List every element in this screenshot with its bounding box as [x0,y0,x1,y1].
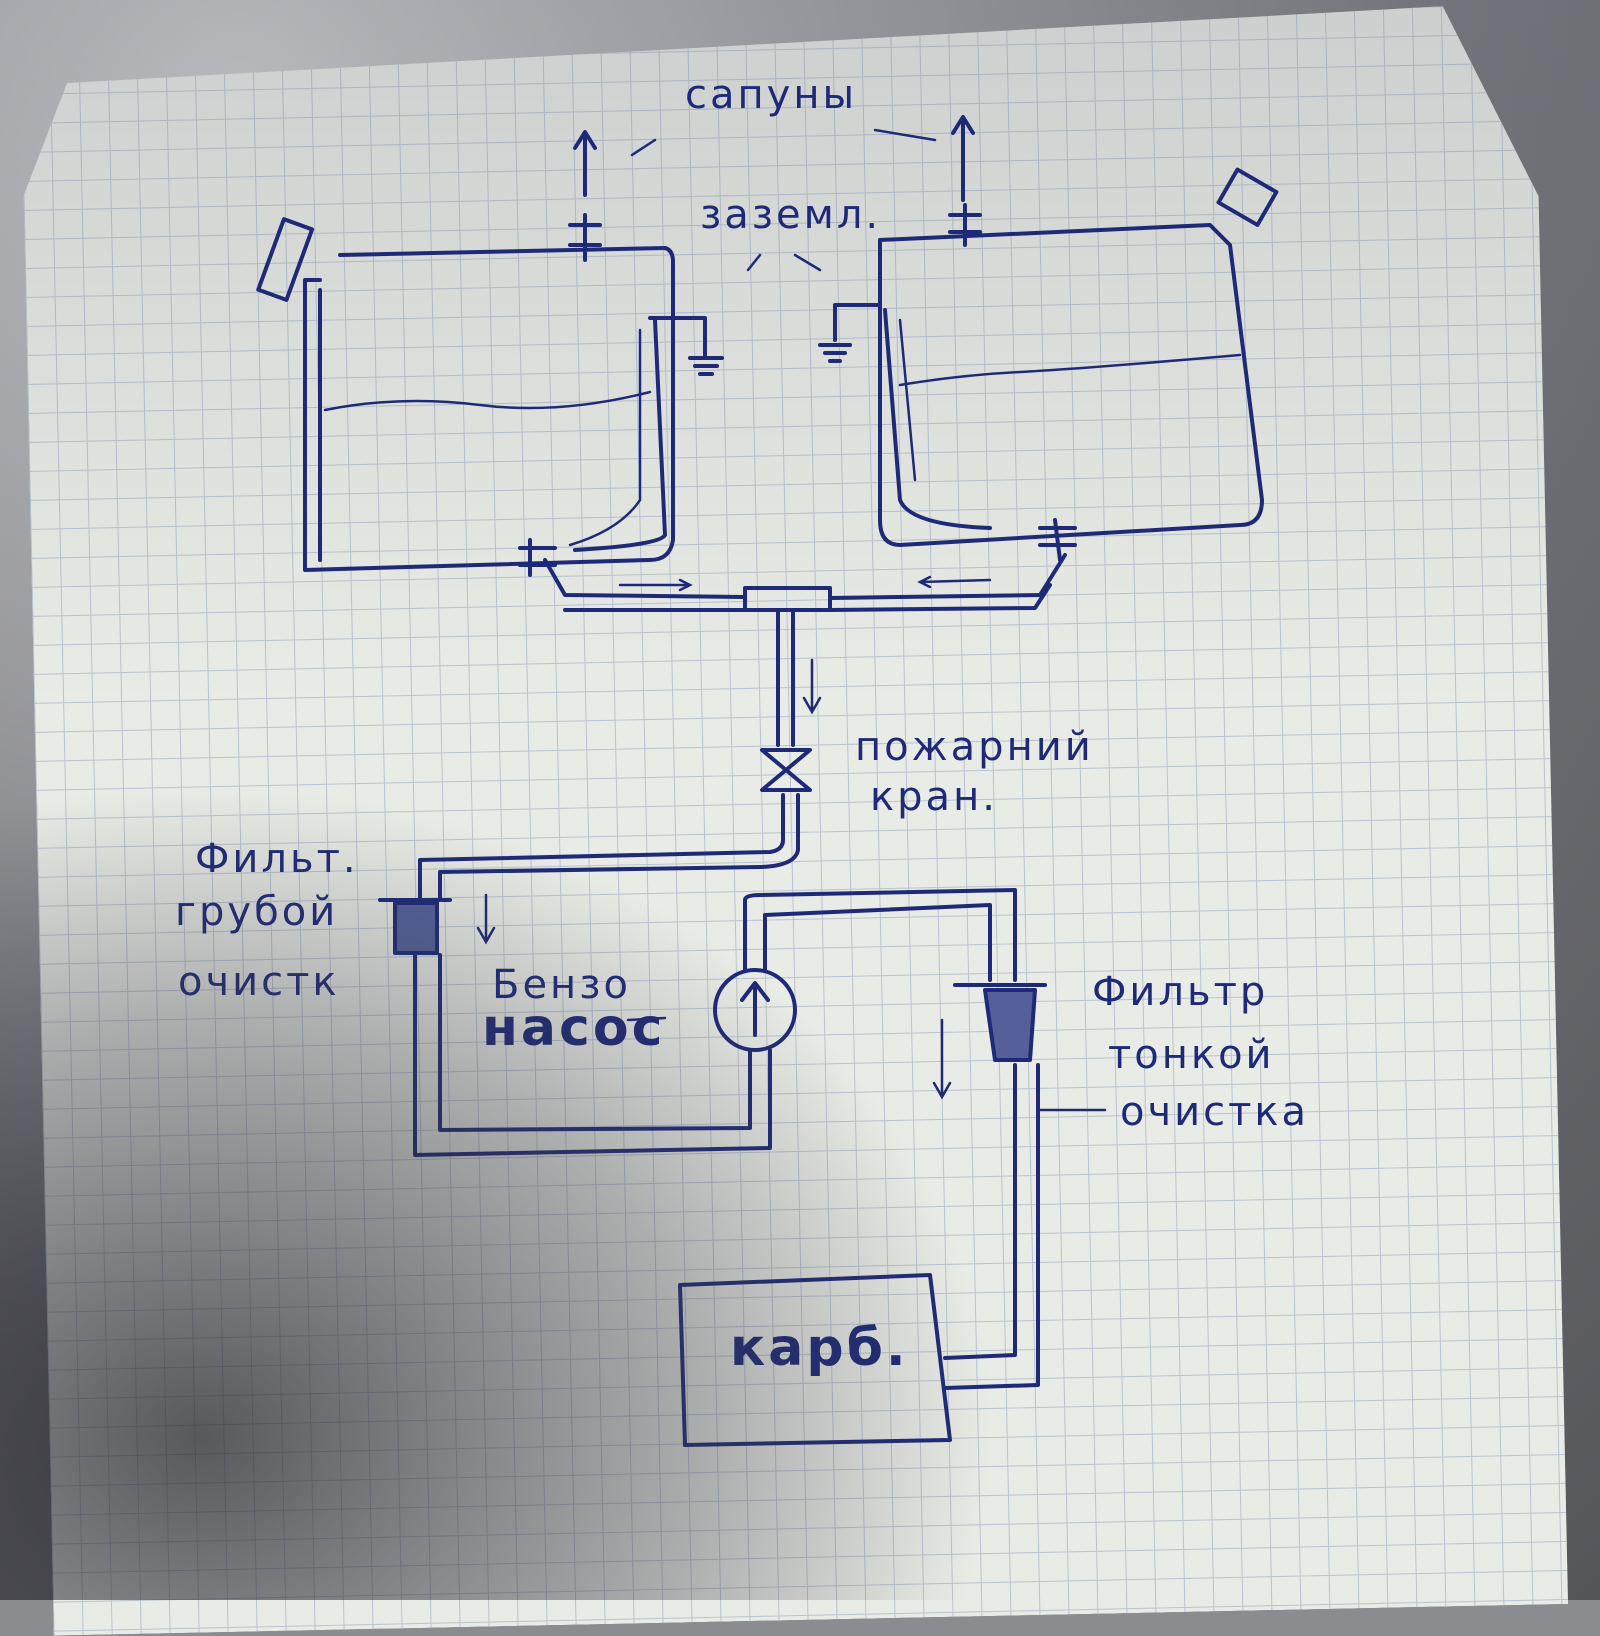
label-fine-filter-3: очистка [1120,1089,1309,1135]
left-breather-fitting [568,213,602,262]
fuel-pump-symbol [626,888,1017,1052]
right-filler-cap [1216,167,1279,227]
left-tank [256,130,724,577]
right-tank [818,115,1279,562]
label-carb: карб. [730,1318,909,1378]
label-fire-valve-1: пожарний [855,724,1094,770]
right-ground-symbol [818,303,882,363]
label-fine-filter-1: Фильтр [1092,969,1268,1015]
label-coarse-filter-1: Фильт. [195,836,359,882]
right-breather-arrow [951,115,975,202]
right-breather-fitting [948,203,982,247]
left-ground-symbol [648,316,724,376]
label-pump-2: насос [482,998,665,1058]
fire-valve-symbol [418,748,812,902]
label-breathers: сапуны [685,72,857,118]
fuel-system-diagram: сапуны заземл. пожарний кран. Фильт. гру… [175,72,1309,1447]
left-breather-arrow [573,130,597,197]
fine-filter-symbol [932,983,1107,1390]
label-coarse-filter-2: грубой [175,889,338,935]
label-coarse-filter-3: очистк [178,959,340,1005]
label-ground: заземл. [700,192,881,238]
label-fine-filter-2: тонкой [1108,1032,1275,1078]
manifold-tee [543,553,1067,747]
left-filler-cap [256,217,315,302]
label-fire-valve-2: кран. [870,774,998,820]
